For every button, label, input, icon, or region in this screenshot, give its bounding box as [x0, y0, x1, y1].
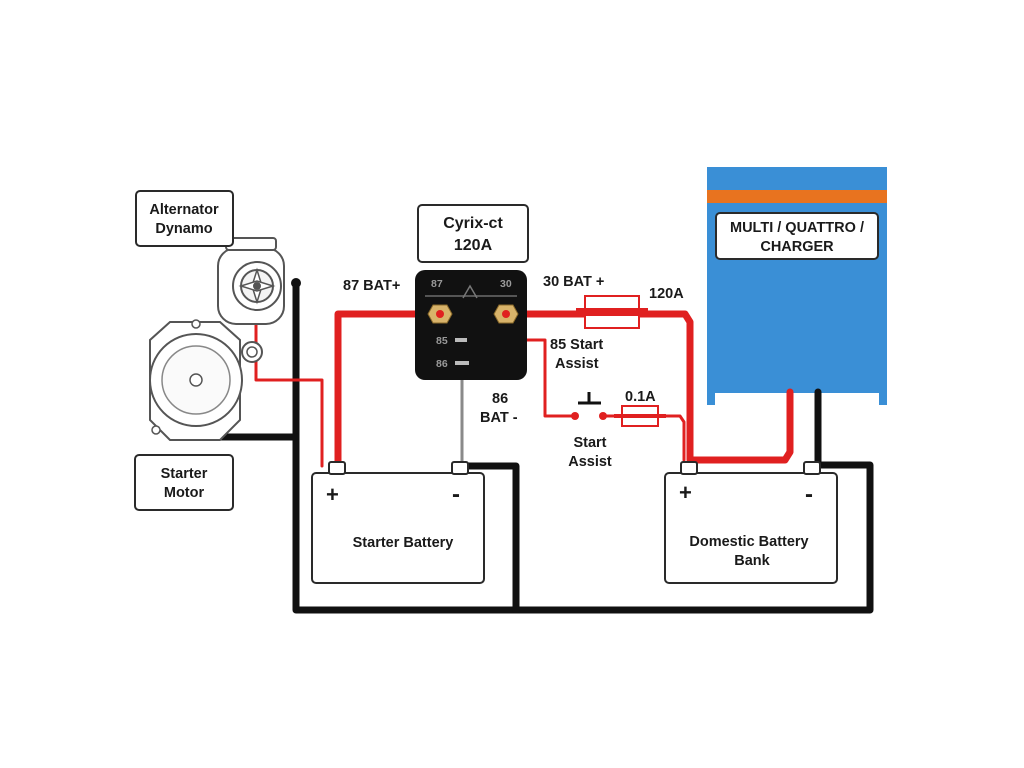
cyrix-relay: 87 30 85 86	[415, 270, 527, 380]
relay-title-line-2: 120A	[454, 237, 493, 254]
bat86-label-2: BAT -	[480, 410, 518, 426]
alternator-output-wire	[254, 323, 324, 468]
relay-body	[415, 270, 527, 380]
relay-title-line-1: Cyrix-ct	[443, 215, 503, 232]
domestic-battery-minus: -	[805, 481, 813, 508]
starter-battery: + - Starter Battery	[311, 461, 485, 584]
start-assist-switch	[571, 392, 607, 420]
charger-foot-left	[707, 385, 715, 405]
bat86-label-1: 86	[492, 391, 508, 407]
bat30-label: 30 BAT +	[543, 274, 604, 290]
charger-stripe	[707, 190, 887, 203]
charger-label-line-1: MULTI / QUATTRO /	[730, 220, 864, 236]
charger-label-box	[715, 212, 879, 260]
start-assist-switch-label-1: Start	[573, 435, 606, 451]
bat87-label: 87 BAT+	[343, 278, 400, 294]
starter-battery-plus: +	[326, 482, 339, 507]
main-fuse	[576, 295, 648, 329]
starter-battery-label: Starter Battery	[353, 535, 454, 551]
alternator-label-line-1: Alternator	[149, 202, 219, 218]
alternator-label-line-2: Dynamo	[155, 221, 212, 237]
charger-label-line-2: CHARGER	[760, 239, 834, 255]
starter-motor-icon	[149, 319, 263, 441]
relay-pin-86-label: 86	[436, 358, 448, 370]
small-fuse	[614, 405, 666, 427]
domestic-battery-plus: +	[679, 480, 692, 505]
bat87-wire	[334, 310, 444, 470]
starter-motor-label-line-1: Starter	[161, 466, 208, 482]
negative-loop-wire	[292, 279, 874, 614]
starter-battery-negative-wire	[456, 462, 520, 614]
starter-motor-label-line-2: Motor	[164, 485, 205, 501]
relay-pin-30-label: 30	[500, 278, 512, 290]
alternator-icon	[217, 237, 301, 325]
alternator-label-box	[135, 190, 234, 247]
charger-unit: MULTI / QUATTRO / CHARGER	[707, 167, 887, 405]
negative-wires	[191, 279, 874, 614]
domestic-battery-label-line-2: Bank	[734, 553, 770, 569]
starter-motor-label-box	[134, 454, 234, 511]
domestic-battery-bank: + - Domestic Battery Bank	[664, 461, 838, 584]
start-assist-85-label-2: Assist	[555, 356, 599, 372]
start-assist-85-label-1: 85 Start	[550, 337, 603, 353]
small-fuse-label: 0.1A	[625, 389, 656, 405]
relay-pin-87-label: 87	[431, 278, 443, 290]
charger-foot-right	[879, 385, 887, 405]
relay-title-box	[417, 204, 529, 263]
start-assist-switch-label-2: Assist	[568, 454, 612, 470]
charger-body	[707, 167, 887, 393]
bat30-wire	[502, 310, 794, 464]
relay-pin-85-label: 85	[436, 335, 448, 347]
domestic-battery-label-line-1: Domestic Battery	[689, 534, 808, 550]
starter-battery-minus: -	[452, 481, 460, 508]
main-fuse-label: 120A	[649, 286, 684, 302]
